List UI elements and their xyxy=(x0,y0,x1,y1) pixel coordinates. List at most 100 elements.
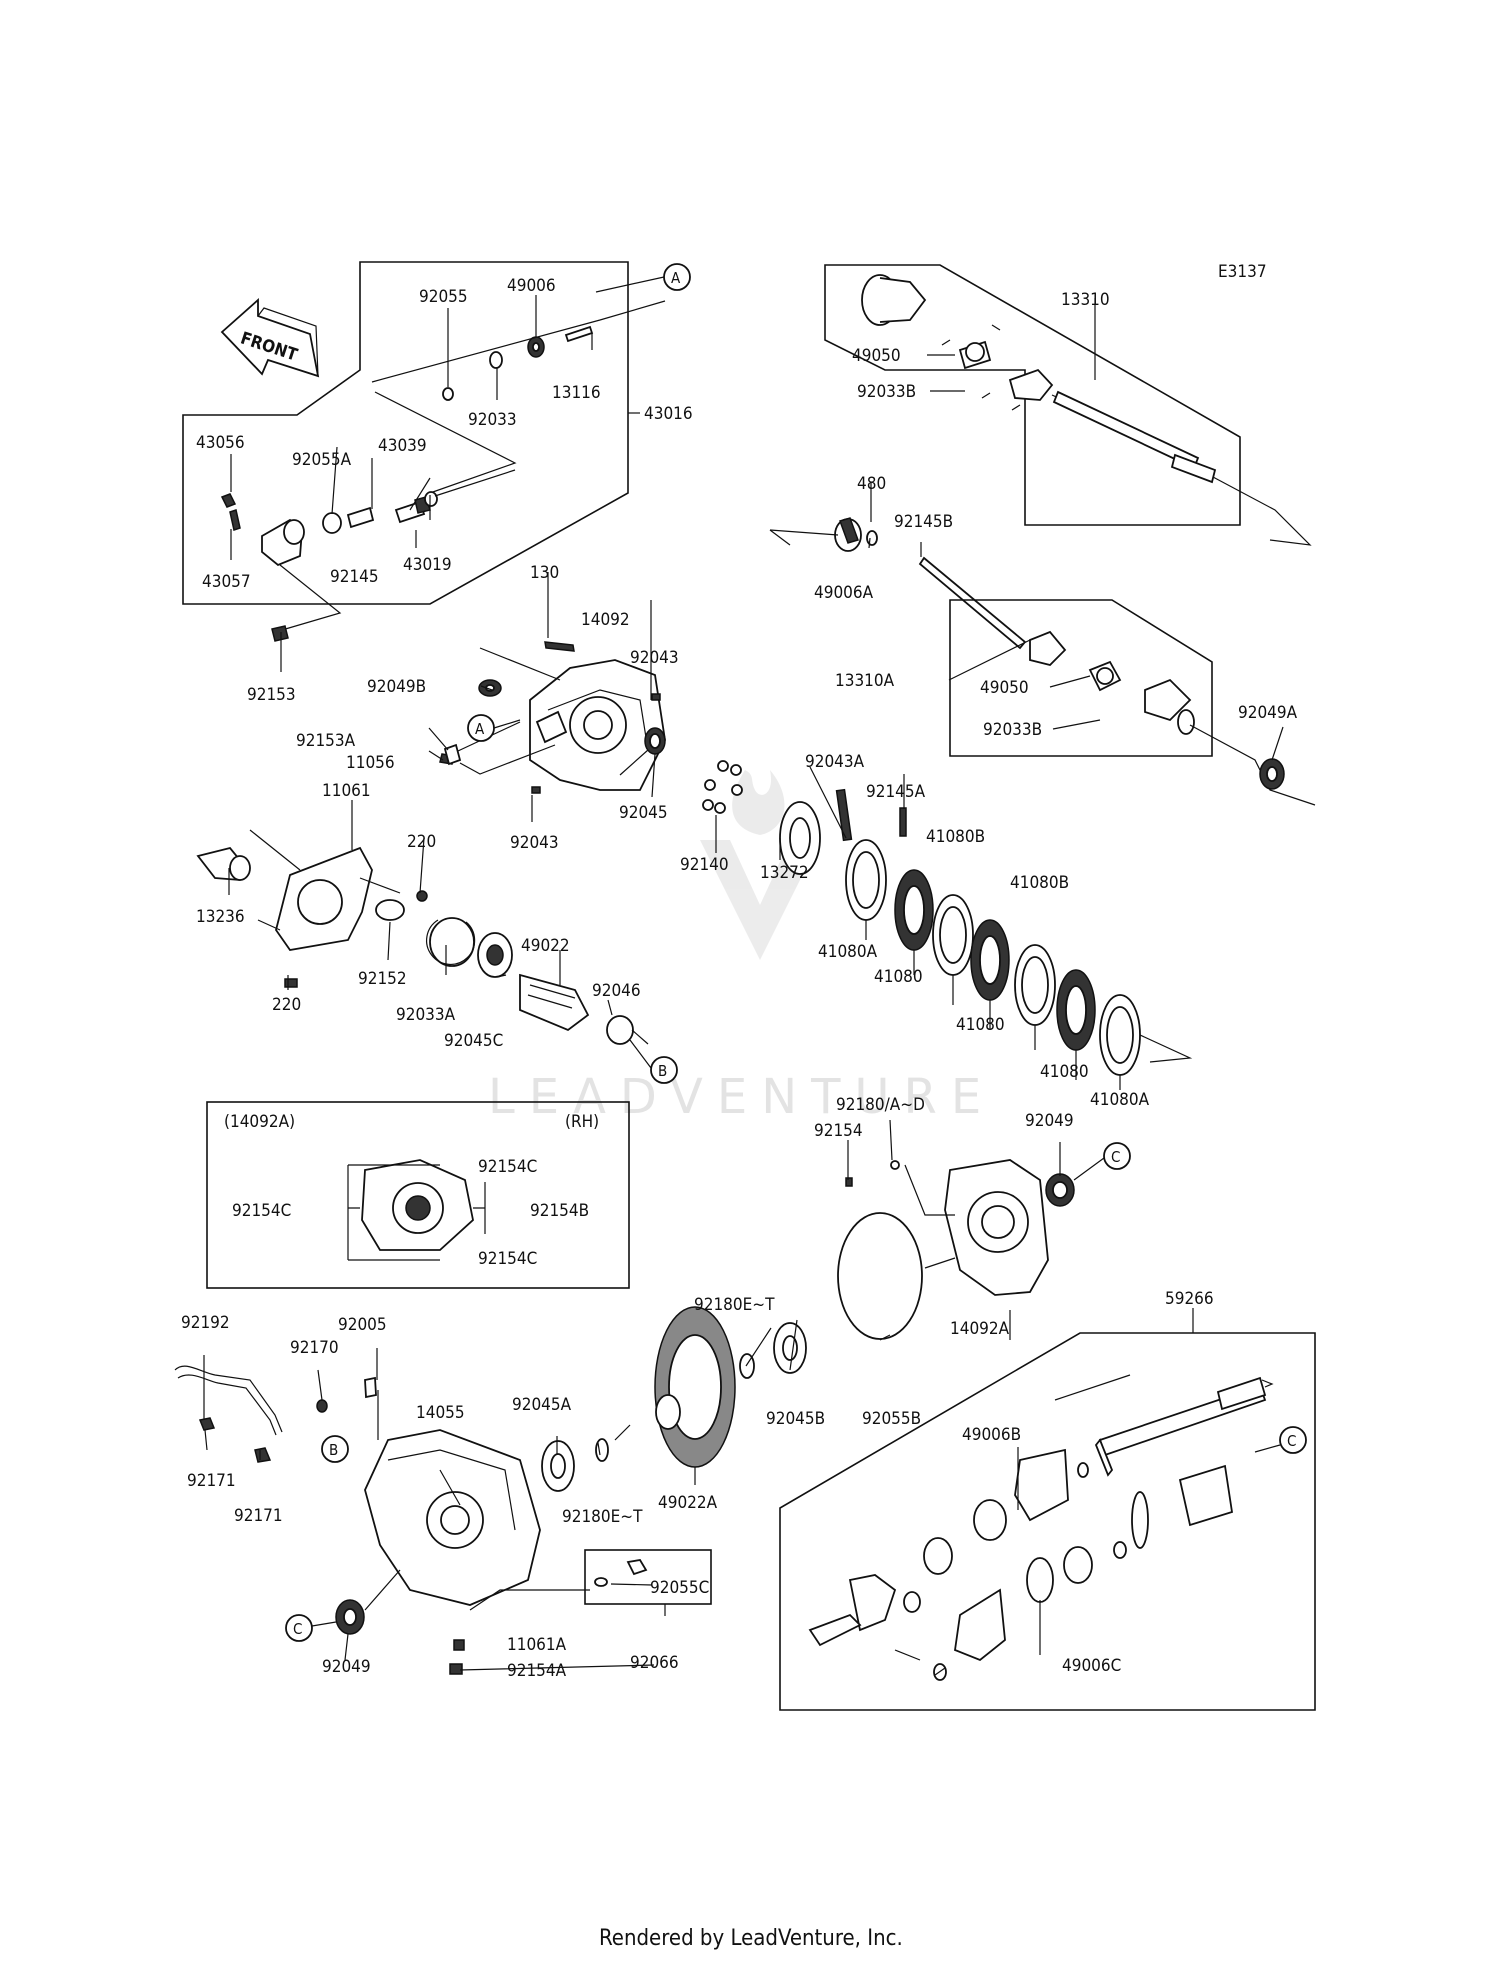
label-92049-upper: 92049 xyxy=(1025,1111,1074,1131)
gear-case xyxy=(174,1365,712,1675)
final-drive-housing xyxy=(439,641,666,794)
label-49050-1: 49050 xyxy=(852,346,901,366)
label-49006A: 49006A xyxy=(814,583,874,603)
ring-gear-and-bearings xyxy=(541,1306,807,1492)
propeller-shaft-group xyxy=(769,264,1316,806)
marker-a-2-label: A xyxy=(475,720,485,738)
label-11061: 11061 xyxy=(322,781,371,801)
pinion-gear xyxy=(519,973,649,1045)
label-92049-lower: 92049 xyxy=(322,1657,371,1677)
label-49006: 49006 xyxy=(507,276,556,296)
label-92180E-T-2: 92180E~T xyxy=(562,1507,643,1527)
drive-shaft-group xyxy=(779,1332,1316,1711)
label-49006C: 49006C xyxy=(1062,1656,1121,1676)
label-13236: 13236 xyxy=(196,907,245,927)
label-92045C: 92045C xyxy=(444,1031,503,1051)
marker-c-2-label: C xyxy=(1287,1432,1296,1450)
label-220-lower: 220 xyxy=(272,995,301,1015)
label-14055: 14055 xyxy=(416,1403,465,1423)
label-92170: 92170 xyxy=(290,1338,339,1358)
label-49050-2: 49050 xyxy=(980,678,1029,698)
ring-gear-cover xyxy=(837,1159,1075,1340)
diagram-code: E3137 xyxy=(1218,262,1267,282)
label-92145B: 92145B xyxy=(894,512,953,532)
label-92033B-1: 92033B xyxy=(857,382,916,402)
case-cover xyxy=(196,829,513,988)
label-92180-A-D: 92180/A~D xyxy=(836,1095,925,1115)
label-92055B: 92055B xyxy=(862,1409,921,1429)
marker-c-1: C xyxy=(1103,1142,1131,1170)
label-92066: 92066 xyxy=(630,1653,679,1673)
label-41080-3: 41080 xyxy=(1040,1062,1089,1082)
marker-a-1-label: A xyxy=(671,269,681,287)
label-49006B: 49006B xyxy=(962,1425,1021,1445)
part-labels: 92055 49006 92033 13116 43016 43056 9205… xyxy=(181,276,1298,1681)
label-41080B-2: 41080B xyxy=(1010,873,1069,893)
marker-c-1-label: C xyxy=(1111,1148,1120,1166)
label-92033B-2: 92033B xyxy=(983,720,1042,740)
label-92180E-T-1: 92180E~T xyxy=(694,1295,775,1315)
label-220-upper: 220 xyxy=(407,832,436,852)
label-43056: 43056 xyxy=(196,433,245,453)
label-92005: 92005 xyxy=(338,1315,387,1335)
label-43019: 43019 xyxy=(403,555,452,575)
label-92055C: 92055C xyxy=(650,1578,709,1598)
label-92154A: 92154A xyxy=(507,1661,567,1681)
marker-a-2: A xyxy=(467,714,495,742)
inset-title: (14092A) xyxy=(224,1112,295,1132)
label-92145A: 92145A xyxy=(866,782,926,802)
marker-b-1-label: B xyxy=(658,1062,667,1080)
label-11056: 11056 xyxy=(346,753,395,773)
clutch-plate-stack xyxy=(845,839,1193,1076)
label-92154: 92154 xyxy=(814,1121,863,1141)
marker-c-2: C xyxy=(1279,1426,1307,1454)
label-92153: 92153 xyxy=(247,685,296,705)
label-92043-lower: 92043 xyxy=(510,833,559,853)
thrust-washers xyxy=(702,760,907,875)
label-92043A: 92043A xyxy=(805,752,865,772)
label-92153A: 92153A xyxy=(296,731,356,751)
watermark-text: LEADVENTURE xyxy=(488,1069,995,1125)
label-92171-2: 92171 xyxy=(234,1506,283,1526)
label-92145: 92145 xyxy=(330,567,379,587)
label-92055A: 92055A xyxy=(292,450,352,470)
marker-c-3: C xyxy=(285,1614,313,1642)
marker-b-2-label: B xyxy=(329,1441,338,1459)
marker-b-2: B xyxy=(321,1435,349,1463)
label-43039: 43039 xyxy=(378,436,427,456)
label-14092: 14092 xyxy=(581,610,630,630)
label-92049A: 92049A xyxy=(1238,703,1298,723)
inset-side: (RH) xyxy=(565,1112,599,1132)
inset-14092A-panel: (14092A) (RH) xyxy=(206,1101,630,1289)
label-92154C-2: 92154C xyxy=(232,1201,291,1221)
marker-a-1: A xyxy=(663,263,691,291)
label-13310: 13310 xyxy=(1061,290,1110,310)
label-92049B: 92049B xyxy=(367,677,426,697)
label-92033A: 92033A xyxy=(396,1005,456,1025)
label-92046: 92046 xyxy=(592,981,641,1001)
shift-assembly-group xyxy=(182,261,666,642)
label-92154B: 92154B xyxy=(530,1201,589,1221)
footer-credit: Rendered by LeadVenture, Inc. xyxy=(599,1926,903,1951)
label-43057: 43057 xyxy=(202,572,251,592)
label-92045: 92045 xyxy=(619,803,668,823)
label-13116: 13116 xyxy=(552,383,601,403)
label-59266: 59266 xyxy=(1165,1289,1214,1309)
label-92154C-3: 92154C xyxy=(478,1249,537,1269)
label-92152: 92152 xyxy=(358,969,407,989)
label-92171-1: 92171 xyxy=(187,1471,236,1491)
marker-b-1: B xyxy=(650,1056,678,1084)
label-92045B: 92045B xyxy=(766,1409,825,1429)
label-41080A-2: 41080A xyxy=(1090,1090,1150,1110)
label-13272: 13272 xyxy=(760,863,809,883)
label-13310A: 13310A xyxy=(835,671,895,691)
label-480: 480 xyxy=(857,474,886,494)
label-14092A: 14092A xyxy=(950,1319,1010,1339)
label-41080-1: 41080 xyxy=(874,967,923,987)
label-11061A: 11061A xyxy=(507,1635,567,1655)
front-arrow: FRONT xyxy=(220,297,320,378)
label-49022: 49022 xyxy=(521,936,570,956)
marker-c-3-label: C xyxy=(293,1620,302,1638)
label-41080A-1: 41080A xyxy=(818,942,878,962)
